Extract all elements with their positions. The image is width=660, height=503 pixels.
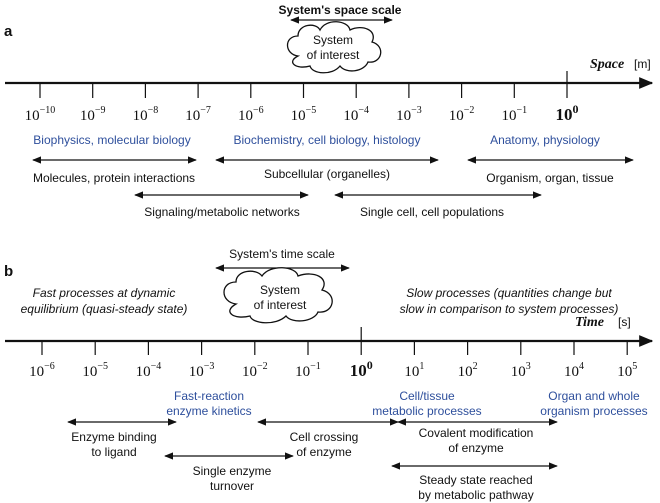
panel-a: a System's space scale System of interes… — [4, 3, 654, 219]
turnover-line2: turnover — [210, 479, 254, 493]
space-tick-label: 10−2 — [449, 105, 475, 124]
time-cloud-shape — [223, 267, 333, 324]
range-subcellular: Subcellular (organelles) — [264, 167, 390, 181]
binding-line1: Enzyme binding — [71, 430, 156, 444]
space-axis-unit: [m] — [634, 57, 651, 71]
space-scale-title: System's space scale — [279, 3, 402, 17]
field-biochemistry: Biochemistry, cell biology, histology — [234, 133, 421, 147]
time-tick-label: 10−1 — [295, 361, 321, 380]
space-tick-label: 10−7 — [185, 105, 211, 124]
space-tick-label: 10−6 — [238, 105, 264, 124]
time-tick-label: 10−3 — [189, 361, 215, 380]
panel-a-letter: a — [4, 23, 13, 40]
space-tick-label: 100 — [556, 102, 579, 124]
space-tick-label: 10−10 — [25, 105, 56, 124]
cell-tissue-line2: metabolic processes — [372, 404, 481, 418]
slow-processes-line2: slow in comparison to system processes) — [400, 302, 619, 316]
panel-b: b System's time scale System of interest… — [4, 247, 654, 502]
time-tick-label: 10−6 — [29, 361, 55, 380]
time-axis-unit: [s] — [618, 315, 631, 329]
time-tick-label: 10−2 — [242, 361, 268, 380]
time-tick-marks — [41, 327, 628, 355]
range-single-cell: Single cell, cell populations — [360, 205, 504, 219]
time-tick-label: 10−5 — [82, 361, 108, 380]
time-tick-label: 102 — [458, 361, 478, 380]
steady-line1: Steady state reached — [419, 473, 532, 487]
time-tick-labels: 10−6 10−5 10−4 10−3 10−2 10−1 100 101 102 103 104 1… — [29, 358, 637, 380]
time-tick-label: 100 — [350, 358, 373, 380]
time-scale-title: System's time scale — [229, 247, 335, 261]
range-organism: Organism, organ, tissue — [486, 171, 614, 185]
organ-line1: Organ and whole — [548, 389, 640, 403]
time-tick-label: 101 — [404, 361, 424, 380]
space-tick-label: 10−1 — [501, 105, 527, 124]
turnover-line1: Single enzyme — [193, 464, 272, 478]
field-anatomy: Anatomy, physiology — [490, 133, 600, 147]
range-signaling: Signaling/metabolic networks — [144, 205, 299, 219]
fast-processes-line2: equilibrium (quasi-steady state) — [21, 302, 188, 316]
space-cloud-line1: System — [313, 33, 353, 47]
time-axis-label: Time — [575, 315, 604, 330]
time-tick-label: 104 — [564, 361, 584, 380]
panel-b-letter: b — [4, 263, 13, 280]
space-axis-label: Space — [590, 57, 624, 72]
cell-tissue-line1: Cell/tissue — [399, 389, 455, 403]
field-biophysics: Biophysics, molecular biology — [33, 133, 190, 147]
covalent-line1: Covalent modification — [419, 426, 534, 440]
space-tick-label: 10−8 — [133, 105, 159, 124]
time-cloud-line2: of interest — [254, 298, 307, 312]
covalent-line2: of enzyme — [448, 441, 504, 455]
steady-line2: by metabolic pathway — [418, 488, 533, 502]
range-molecules: Molecules, protein interactions — [33, 171, 195, 185]
time-tick-label: 105 — [617, 361, 637, 380]
space-cloud-shape — [286, 21, 382, 74]
space-tick-label: 10−3 — [396, 105, 422, 124]
organ-line2: organism processes — [540, 404, 647, 418]
space-cloud-line2: of interest — [307, 48, 360, 62]
time-cloud-line1: System — [260, 283, 300, 297]
space-tick-label: 10−9 — [80, 105, 106, 124]
space-tick-label: 10−5 — [291, 105, 317, 124]
fast-processes-line1: Fast processes at dynamic — [33, 286, 176, 300]
crossing-line2: of enzyme — [296, 445, 352, 459]
binding-line2: to ligand — [91, 445, 136, 459]
time-tick-label: 10−4 — [136, 361, 162, 380]
fast-reaction-line2: enzyme kinetics — [166, 404, 251, 418]
space-tick-marks — [39, 71, 568, 98]
slow-processes-line1: Slow processes (quantities change but — [406, 286, 612, 300]
space-tick-label: 10−4 — [343, 105, 369, 124]
time-tick-label: 103 — [511, 361, 531, 380]
fast-reaction-line1: Fast-reaction — [174, 389, 244, 403]
crossing-line1: Cell crossing — [290, 430, 359, 444]
space-tick-labels: 10−10 10−9 10−8 10−7 10−6 10−5 10−4 10−3 10−2 10−… — [25, 102, 579, 124]
